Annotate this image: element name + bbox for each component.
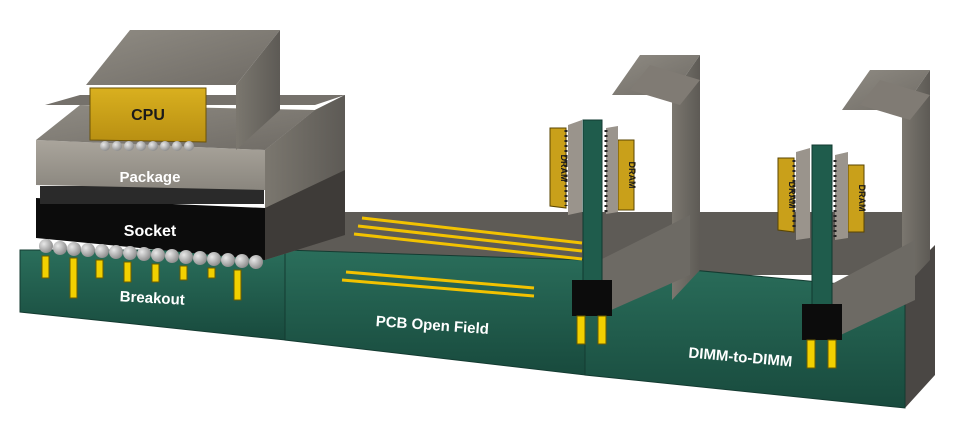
socket-label: Socket [124, 223, 177, 240]
socket-front [36, 198, 265, 260]
cpu-die [89, 87, 207, 143]
dram-label-2: DRAM [627, 162, 637, 189]
cpu-label: CPU [131, 107, 165, 124]
cpu-stack [36, 30, 345, 301]
dram-label-3: DRAM [787, 182, 797, 209]
dram-label-4: DRAM [857, 185, 867, 212]
dimm-1 [549, 55, 700, 345]
dimm-2 [777, 70, 930, 369]
breakout-vias [41, 255, 242, 301]
cpu-lid-top [86, 30, 280, 85]
socket-balls [39, 239, 263, 269]
package-side [265, 95, 345, 190]
cpu-lid-side [236, 30, 280, 150]
cpu-bumps [100, 141, 194, 151]
package-front [36, 140, 265, 190]
pcb-open-field-segment [284, 249, 586, 376]
package-label: Package [120, 169, 181, 186]
socket-pins [40, 186, 264, 204]
socket-side [265, 170, 345, 260]
breakout-label: Breakout [119, 288, 185, 308]
pcb-traces [341, 216, 583, 298]
dram-label-1: DRAM [559, 155, 569, 182]
